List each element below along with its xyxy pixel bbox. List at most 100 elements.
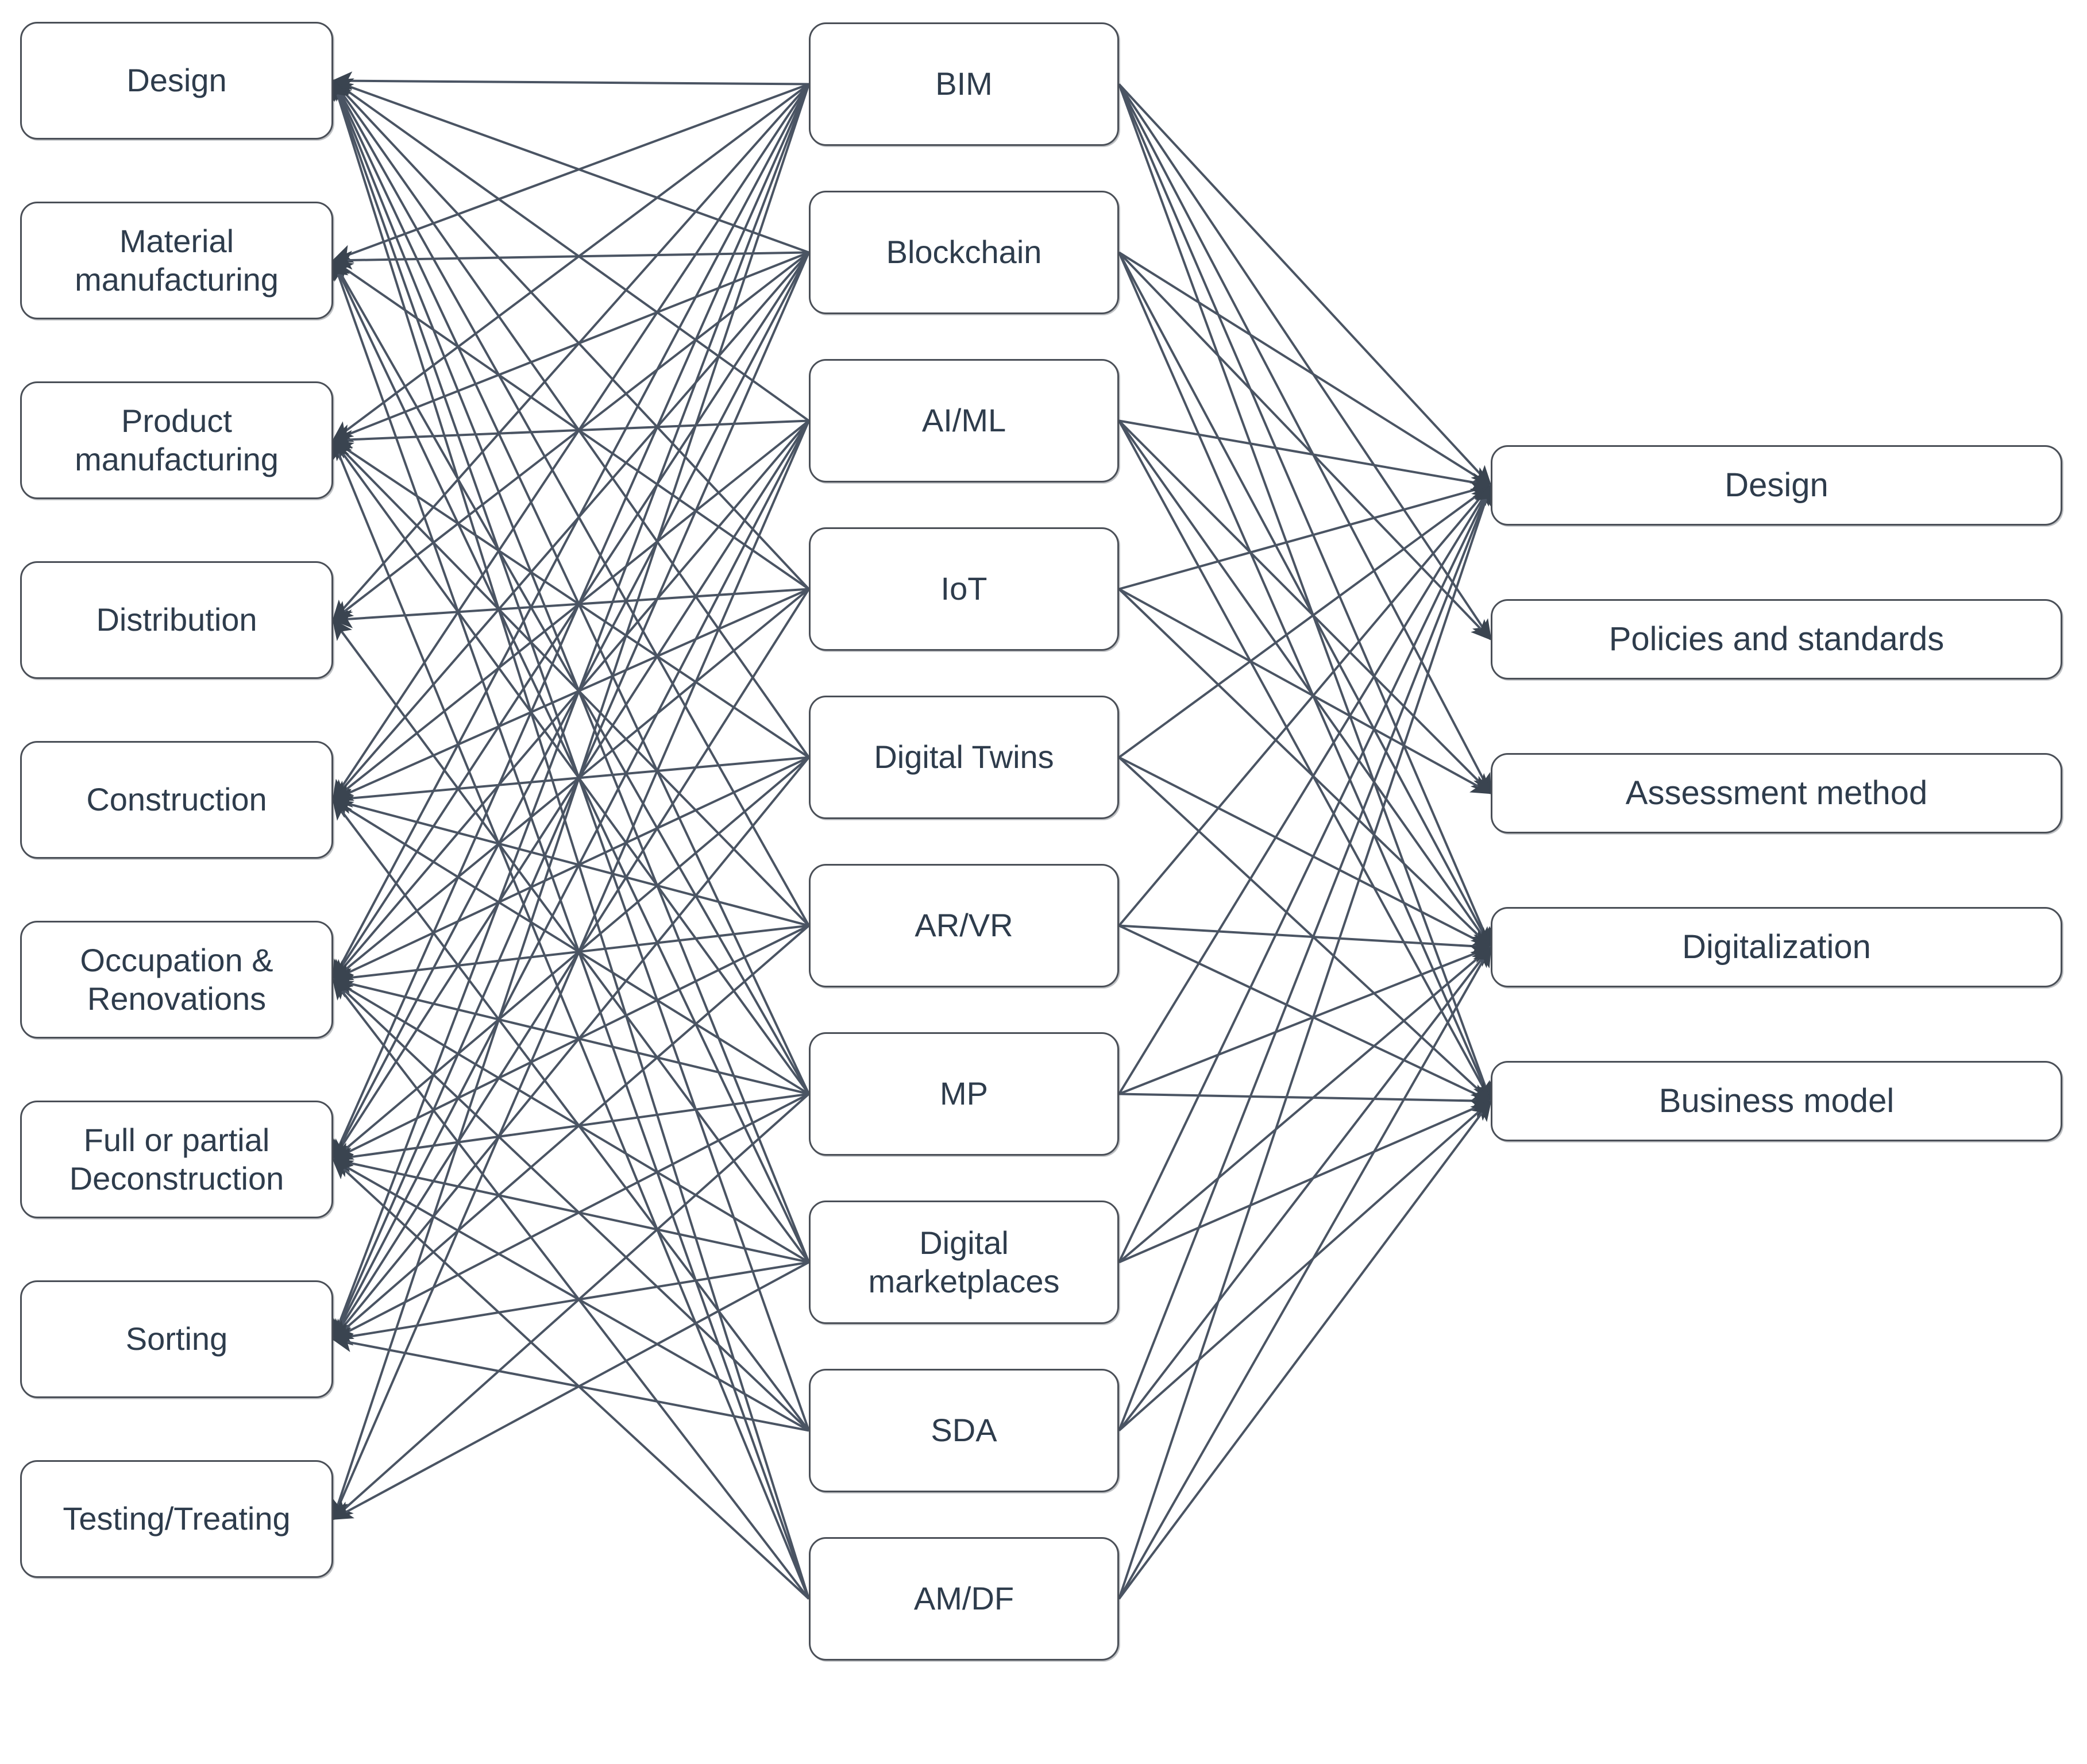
edge-m1-to-r3	[1118, 252, 1492, 949]
edge-m0-to-l5	[332, 83, 810, 981]
edge-m6-to-l4	[331, 798, 810, 1095]
node-lifecycle-stage-l3[interactable]: Distribution	[20, 561, 333, 679]
edge-m1-to-l6	[332, 252, 810, 1161]
node-label: Business model	[1658, 1082, 1895, 1120]
edge-m3-to-r3	[1118, 588, 1492, 948]
edge-m8-to-l0	[330, 79, 810, 1431]
edge-m7-to-l0	[331, 79, 810, 1263]
edge-m4-to-r4	[1118, 756, 1492, 1102]
edge-m7-to-r0	[1118, 484, 1492, 1263]
edge-m5-to-l5	[331, 924, 809, 987]
edge-m6-to-l5	[331, 975, 809, 1095]
edge-m5-to-r0	[1118, 484, 1492, 927]
edge-m3-to-l5	[331, 588, 810, 981]
edge-m5-to-l6	[331, 924, 809, 1161]
node-digital-technology-m5[interactable]: AR/VR	[809, 864, 1119, 987]
node-digital-technology-m6[interactable]: MP	[809, 1032, 1119, 1156]
node-digital-technology-m9[interactable]: AM/DF	[809, 1537, 1119, 1661]
edge-m0-to-r4	[1118, 83, 1494, 1103]
edge-m5-to-l4	[331, 796, 809, 927]
edge-m5-to-l0	[332, 79, 810, 927]
node-enabler-r0[interactable]: Design	[1491, 445, 2062, 526]
node-lifecycle-stage-l5[interactable]: Occupation & Renovations	[20, 921, 333, 1039]
edge-m2-to-l2	[331, 419, 809, 449]
edge-m0-to-l4	[332, 83, 810, 801]
edge-m3-to-r0	[1118, 481, 1492, 590]
edge-m8-to-l7	[331, 1333, 809, 1432]
edge-m3-to-l0	[332, 79, 810, 590]
node-digital-technology-m0[interactable]: BIM	[809, 22, 1119, 146]
node-digital-technology-m2[interactable]: AI/ML	[809, 359, 1119, 483]
edge-m1-to-l1	[331, 250, 809, 270]
node-lifecycle-stage-l0[interactable]: Design	[20, 22, 333, 140]
edge-m0-to-r1	[1118, 83, 1492, 641]
node-digital-technology-m8[interactable]: SDA	[809, 1369, 1119, 1492]
edge-m7-to-l3	[332, 619, 810, 1263]
node-label: Testing/Treating	[63, 1500, 291, 1537]
edge-m4-to-r3	[1118, 756, 1492, 948]
edge-m4-to-l2	[331, 439, 810, 759]
edge-m0-to-r2	[1118, 83, 1492, 795]
edge-m6-to-r3	[1118, 945, 1492, 1095]
edge-m9-to-r0	[1118, 484, 1494, 1600]
node-digital-technology-m7[interactable]: Digital marketplaces	[809, 1201, 1119, 1324]
node-digital-technology-m1[interactable]: Blockchain	[809, 191, 1119, 314]
node-label: Digitalization	[1682, 928, 1871, 966]
node-lifecycle-stage-l2[interactable]: Product manufacturing	[20, 381, 333, 499]
node-label: AR/VR	[915, 907, 1013, 944]
edge-m4-to-l7	[332, 756, 810, 1341]
node-enabler-r2[interactable]: Assessment method	[1491, 753, 2062, 833]
node-lifecycle-stage-l6[interactable]: Full or partial Deconstruction	[20, 1101, 333, 1218]
edge-m6-to-l0	[332, 79, 810, 1095]
edge-m9-to-l0	[330, 79, 810, 1600]
node-label: AM/DF	[913, 1580, 1014, 1617]
edge-m8-to-r3	[1118, 945, 1492, 1431]
edge-m3-to-l7	[332, 588, 810, 1341]
edge-m6-to-l2	[332, 439, 810, 1095]
edge-m9-to-l2	[331, 438, 810, 1600]
edge-m3-to-r2	[1118, 588, 1492, 794]
node-label: Occupation & Renovations	[80, 942, 273, 1017]
edge-m6-to-r4	[1118, 1091, 1492, 1110]
edge-m4-to-l5	[331, 756, 809, 981]
edge-m8-to-r4	[1118, 1100, 1492, 1431]
edge-m2-to-r2	[1118, 420, 1492, 794]
edge-m0-to-r3	[1118, 83, 1492, 949]
edge-m7-to-l8	[331, 1261, 809, 1520]
node-enabler-r3[interactable]: Digitalization	[1491, 907, 2062, 987]
edge-m2-to-l7	[332, 420, 810, 1341]
node-lifecycle-stage-l8[interactable]: Testing/Treating	[20, 1460, 333, 1578]
edge-m0-to-l1	[331, 83, 809, 263]
edge-m5-to-r3	[1118, 924, 1492, 956]
node-label: Full or partial Deconstruction	[69, 1122, 284, 1196]
node-digital-technology-m4[interactable]: Digital Twins	[809, 696, 1119, 819]
node-lifecycle-stage-l4[interactable]: Construction	[20, 741, 333, 859]
node-label: Material manufacturing	[75, 223, 279, 298]
edge-m1-to-r1	[1118, 252, 1492, 641]
node-enabler-r4[interactable]: Business model	[1491, 1061, 2062, 1141]
node-lifecycle-stage-l7[interactable]: Sorting	[20, 1280, 333, 1398]
edge-m5-to-l2	[332, 439, 810, 927]
edge-m0-to-l7	[331, 83, 810, 1341]
node-lifecycle-stage-l1[interactable]: Material manufacturing	[20, 202, 333, 319]
edge-m7-to-l6	[331, 1154, 809, 1264]
edge-m3-to-l4	[331, 588, 809, 801]
edge-m0-to-l2	[331, 83, 810, 442]
edge-m8-to-l4	[332, 798, 810, 1431]
edge-m5-to-r4	[1118, 924, 1492, 1102]
edge-m5-to-l7	[331, 924, 810, 1341]
node-label: BIM	[935, 65, 993, 102]
edge-m2-to-l0	[331, 79, 810, 422]
edge-m7-to-l5	[331, 978, 810, 1264]
edge-m6-to-l1	[332, 259, 810, 1095]
node-label: Blockchain	[886, 234, 1042, 271]
edge-m4-to-r0	[1118, 484, 1492, 759]
edge-m6-to-r0	[1118, 484, 1492, 1095]
node-enabler-r1[interactable]: Policies and standards	[1491, 599, 2062, 680]
edge-m1-to-l7	[332, 252, 810, 1341]
edge-m2-to-l5	[332, 420, 810, 981]
edge-m4-to-l6	[331, 756, 810, 1161]
node-digital-technology-m3[interactable]: IoT	[809, 527, 1119, 651]
